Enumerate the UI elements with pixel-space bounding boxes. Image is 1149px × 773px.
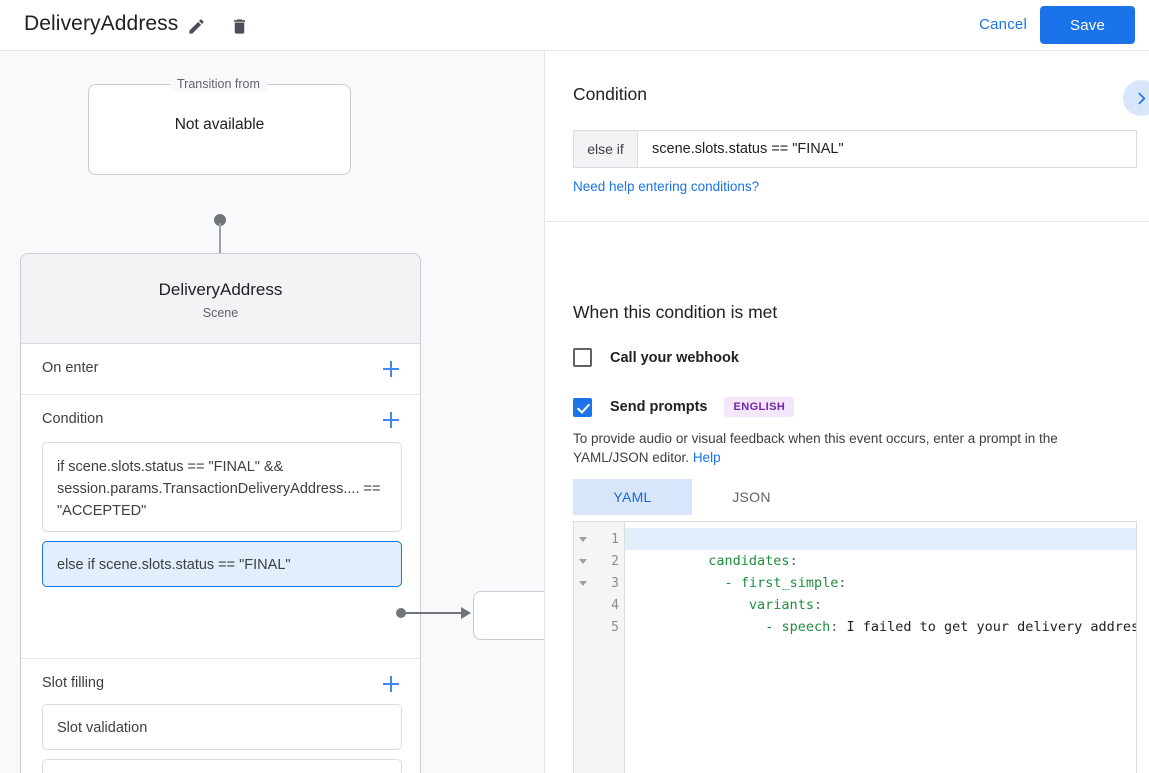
code-colon: :	[838, 575, 847, 591]
editor-code-area[interactable]: candidates: - first_simple: variants: - …	[625, 522, 1136, 773]
code-key: variants	[748, 597, 814, 613]
condition-item[interactable]: if scene.slots.status == "FINAL" && sess…	[42, 442, 402, 532]
line-number: 5	[611, 619, 619, 635]
scene-graph-canvas[interactable]: Transition from Not available Transition…	[0, 51, 545, 773]
section-header-slot-filling: Slot filling	[21, 659, 420, 710]
line-number: 3	[611, 575, 619, 591]
line-number: 4	[611, 597, 619, 613]
slot-item[interactable]: Slot validation	[42, 704, 402, 750]
prompts-help-link[interactable]: Help	[692, 450, 721, 465]
outgoing-connector-arrow-icon	[461, 607, 471, 619]
line-number: 2	[611, 553, 619, 569]
outgoing-connector-line	[405, 612, 463, 614]
gutter-row: 4	[574, 594, 624, 616]
call-webhook-label: Call your webhook	[610, 349, 739, 366]
section-label-slot-filling: Slot filling	[42, 675, 105, 691]
code-key: first_simple	[740, 575, 839, 591]
code-key: speech	[781, 619, 831, 635]
condition-prefix-label: else if	[574, 131, 638, 167]
code-dash: -	[724, 575, 741, 591]
gutter-row[interactable]: 3	[574, 572, 624, 594]
tab-json[interactable]: JSON	[732, 489, 771, 505]
section-slot-filling: Slot filling Slot validation Transaction…	[21, 659, 420, 773]
plus-icon-on-enter[interactable]	[380, 358, 402, 380]
plus-icon-condition[interactable]	[380, 409, 402, 431]
connector-line	[219, 223, 221, 258]
page-title: DeliveryAddress	[24, 12, 179, 35]
transition-from-value: Not available	[174, 116, 265, 133]
code-indent	[708, 619, 765, 635]
save-button[interactable]: Save	[1040, 6, 1135, 44]
gutter-row: 5	[574, 616, 624, 638]
panel-condition-section: Condition else if scene.slots.status == …	[546, 51, 1149, 222]
editor-gutter: 1 2 3 4 5	[574, 522, 625, 773]
send-prompts-checkbox[interactable]	[573, 397, 592, 417]
call-webhook-row[interactable]: Call your webhook	[573, 348, 739, 367]
code-colon: :	[830, 619, 839, 635]
fold-triangle-icon[interactable]	[579, 580, 587, 586]
code-colon: :	[789, 553, 798, 569]
next-node-card[interactable]	[473, 591, 544, 640]
code-line[interactable]: variants:	[625, 572, 1136, 613]
gutter-row[interactable]: 2	[574, 550, 624, 572]
editor-format-tabs: YAML JSON	[573, 479, 811, 515]
transition-from-legend: Transition from	[170, 77, 267, 91]
section-condition: Condition if scene.slots.status == "FINA…	[21, 395, 420, 659]
language-badge: ENGLISH	[724, 397, 795, 417]
section-label-on-enter: On enter	[42, 360, 99, 376]
fold-triangle-icon[interactable]	[579, 536, 587, 542]
code-dash: -	[765, 619, 782, 635]
prompts-helper-sentence: To provide audio or visual feedback when…	[573, 431, 1058, 465]
scene-header: DeliveryAddress Scene	[21, 254, 420, 344]
code-editor[interactable]: 1 2 3 4 5 candidates:	[573, 521, 1137, 773]
chevron-right-icon[interactable]	[1123, 80, 1149, 116]
scene-title: DeliveryAddress	[158, 280, 283, 299]
code-key: candidates	[708, 553, 790, 569]
slot-item[interactable]: TransactionDeliveryAddress	[42, 759, 402, 773]
transition-to-card: Transition to DeliveryAddress Scene On e…	[20, 253, 421, 773]
outgoing-connector-dot	[396, 608, 406, 618]
send-prompts-row[interactable]: Send prompts ENGLISH	[573, 397, 795, 417]
panel-condition-met-section: When this condition is met Call your web…	[546, 223, 1149, 773]
condition-expression-field[interactable]: else if scene.slots.status == "FINAL"	[573, 130, 1137, 168]
transition-from-card: Transition from Not available	[88, 77, 351, 175]
plus-icon-slot-filling[interactable]	[380, 673, 402, 695]
condition-met-title: When this condition is met	[573, 302, 778, 322]
call-webhook-checkbox[interactable]	[573, 348, 592, 367]
send-prompts-label: Send prompts	[610, 399, 708, 415]
code-indent	[708, 575, 724, 591]
section-label-condition: Condition	[42, 411, 104, 427]
condition-help-link[interactable]: Need help entering conditions?	[573, 179, 760, 194]
prompts-helper-text: To provide audio or visual feedback when…	[573, 429, 1129, 467]
section-header-on-enter: On enter	[21, 344, 420, 395]
code-indent	[708, 597, 749, 613]
top-app-bar: DeliveryAddress Cancel Save	[0, 0, 1149, 51]
cancel-button[interactable]: Cancel	[973, 12, 1033, 37]
fold-triangle-icon[interactable]	[579, 558, 587, 564]
code-colon: :	[813, 597, 823, 613]
code-line[interactable]: - speech: I failed to get your delivery …	[625, 594, 1136, 635]
gutter-row[interactable]: 1	[574, 528, 624, 550]
code-line[interactable]: candidates:	[625, 528, 1136, 569]
scene-subtitle: Scene	[202, 306, 239, 320]
panel-condition-title: Condition	[573, 84, 647, 104]
code-value: I failed to get your delivery address	[838, 619, 1137, 635]
connector-dot	[214, 214, 226, 226]
tab-yaml[interactable]: YAML	[573, 479, 692, 515]
line-number: 1	[611, 531, 619, 547]
code-line[interactable]: - first_simple:	[625, 550, 1136, 591]
details-panel: Condition else if scene.slots.status == …	[546, 51, 1149, 773]
section-header-condition: Condition	[21, 395, 420, 446]
condition-item-selected[interactable]: else if scene.slots.status == "FINAL"	[42, 541, 402, 587]
pencil-icon[interactable]	[183, 13, 209, 39]
condition-expression-input[interactable]: scene.slots.status == "FINAL"	[652, 141, 844, 157]
section-on-enter: On enter	[21, 344, 420, 395]
trash-icon[interactable]	[226, 13, 252, 39]
